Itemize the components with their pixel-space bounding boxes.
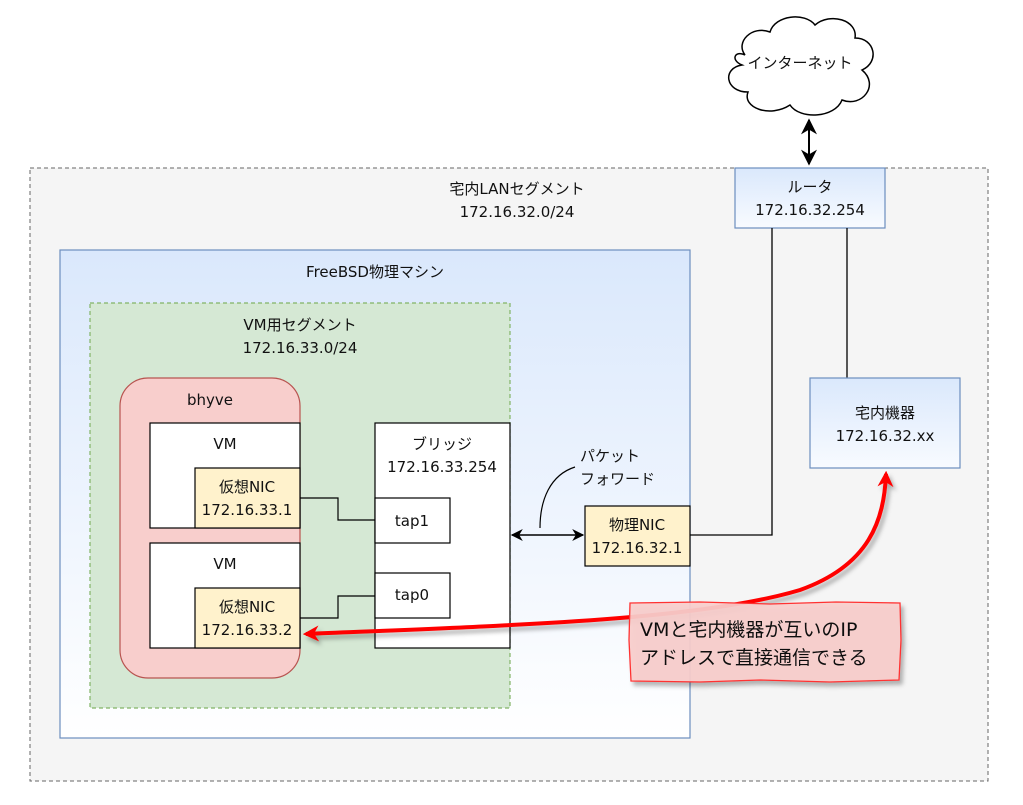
vm-segment-name: VM用セグメント [243,316,356,334]
vm-2-nic-ip: 172.16.33.2 [202,621,293,639]
lan-segment-name: 宅内LANセグメント [449,180,584,198]
internet-label: インターネット [747,54,852,72]
freebsd-machine-name: FreeBSD物理マシン [306,263,444,281]
host-device-ip: 172.16.32.xx [836,427,935,445]
host-device-name: 宅内機器 [855,404,915,422]
vm-segment-subnet: 172.16.33.0/24 [243,339,358,357]
vm-1-nic-ip: 172.16.33.1 [202,501,293,519]
tap0-label: tap0 [395,586,429,604]
vm-1[interactable]: VM 仮想NIC 172.16.33.1 [149,422,301,529]
bridge-node[interactable]: ブリッジ 172.16.33.254 tap1 tap0 [374,422,511,649]
vm-2-nic[interactable] [194,587,301,649]
lan-segment-subnet: 172.16.32.0/24 [460,203,575,221]
callout-line1: VMと宅内機器が互いのIP [640,619,857,641]
router-ip: 172.16.32.254 [755,201,865,219]
vm-1-nic[interactable] [194,467,301,529]
bridge-name: ブリッジ [412,435,472,453]
callout-note: VMと宅内機器が互いのIP アドレスで直接通信できる [628,601,902,683]
vm-2-nic-name: 仮想NIC [219,598,275,616]
bhyve-name: bhyve [187,391,233,409]
router-node[interactable]: ルータ 172.16.32.254 [734,167,886,229]
physical-nic-name: 物理NIC [609,516,665,534]
router-name: ルータ [787,178,832,196]
host-device-node[interactable]: 宅内機器 172.16.32.xx [809,377,961,469]
physical-nic-node[interactable]: 物理NIC 172.16.32.1 [584,505,691,567]
cloud-icon [727,16,874,116]
physical-nic-ip: 172.16.32.1 [592,539,683,557]
vm-1-label: VM [213,435,236,453]
callout-line2: アドレスで直接通信できる [640,647,868,669]
internet-cloud[interactable]: インターネット [727,16,874,116]
vm-2-label: VM [213,555,236,573]
vm-2[interactable]: VM 仮想NIC 172.16.33.2 [149,542,301,649]
tap1-label: tap1 [395,512,429,530]
packet-forward-line1: パケット [580,447,640,465]
packet-forward-line2: フォワード [580,470,655,488]
vm-1-nic-name: 仮想NIC [219,478,275,496]
bridge-ip: 172.16.33.254 [387,458,497,476]
